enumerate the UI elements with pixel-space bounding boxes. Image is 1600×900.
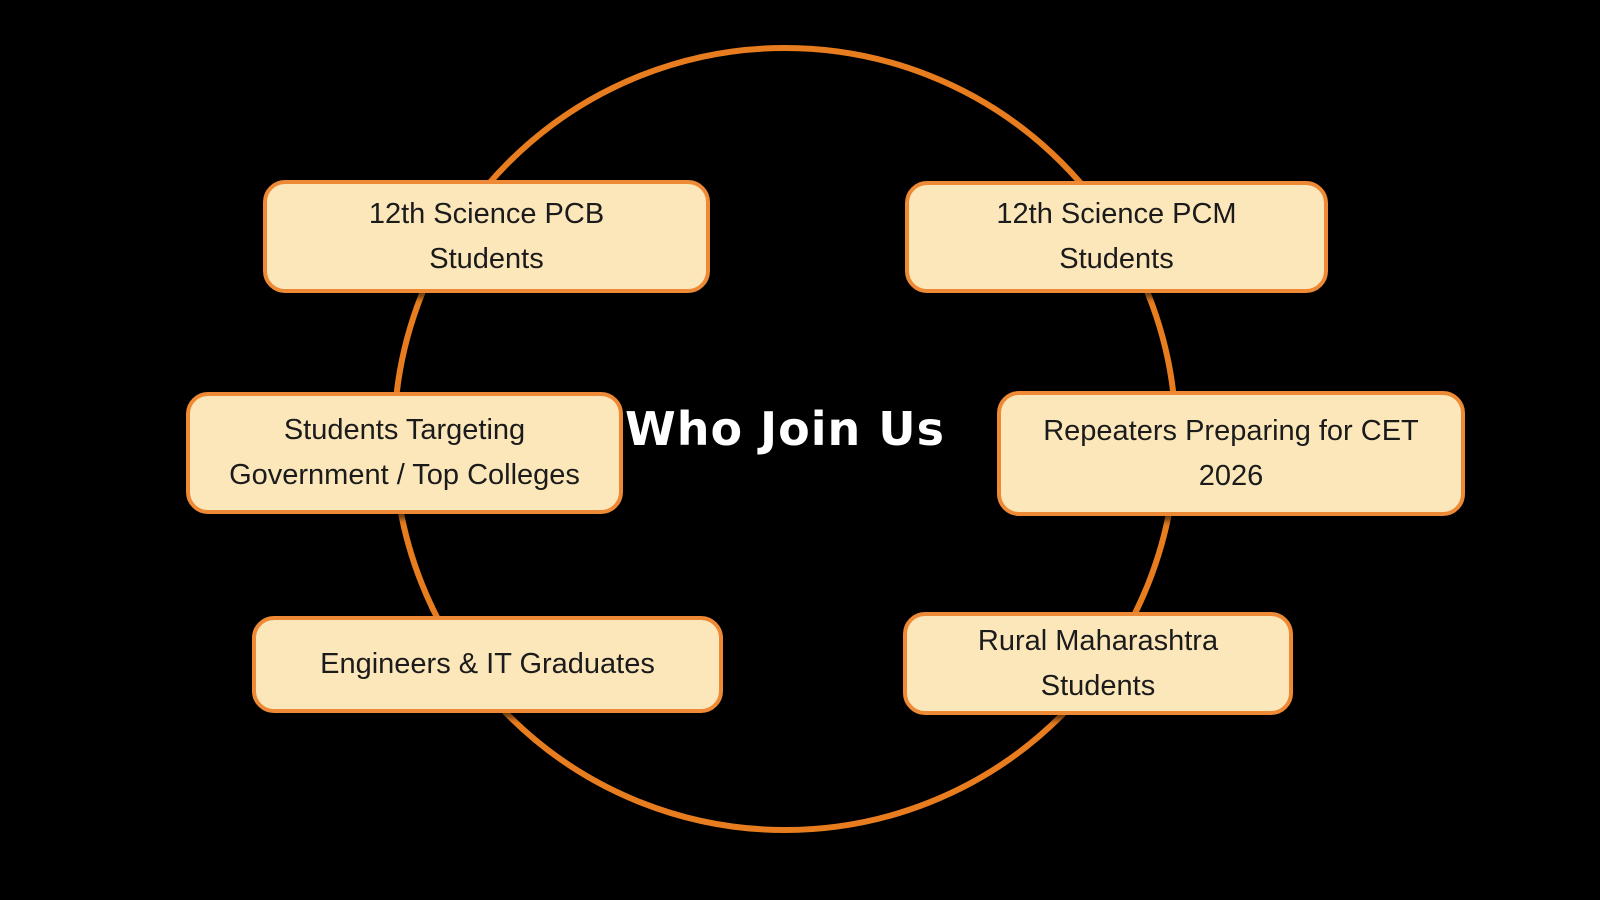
node-12th-science-pcb: 12th Science PCB Students	[263, 180, 710, 293]
node-students-targeting-govt-top-colleges: Students Targeting Government / Top Coll…	[186, 392, 623, 514]
node-label: Students Targeting Government / Top Coll…	[229, 414, 580, 491]
node-label: Rural Maharashtra Students	[977, 624, 1219, 702]
node-12th-science-pcm: 12th Science PCM Students	[905, 181, 1328, 293]
node-label: Repeaters Preparing for CET 2026	[1043, 414, 1419, 492]
node-engineers-it-graduates: Engineers & IT Graduates	[252, 616, 723, 713]
node-repeaters-cet-2026: Repeaters Preparing for CET 2026	[997, 391, 1465, 516]
node-label: 12th Science PCB Students	[368, 197, 605, 275]
node-label: 12th Science PCM Students	[996, 198, 1237, 275]
diagram-title: Who Join Us	[624, 402, 946, 456]
node-rural-maharashtra-students: Rural Maharashtra Students	[903, 612, 1293, 715]
node-label: Engineers & IT Graduates	[320, 648, 655, 681]
